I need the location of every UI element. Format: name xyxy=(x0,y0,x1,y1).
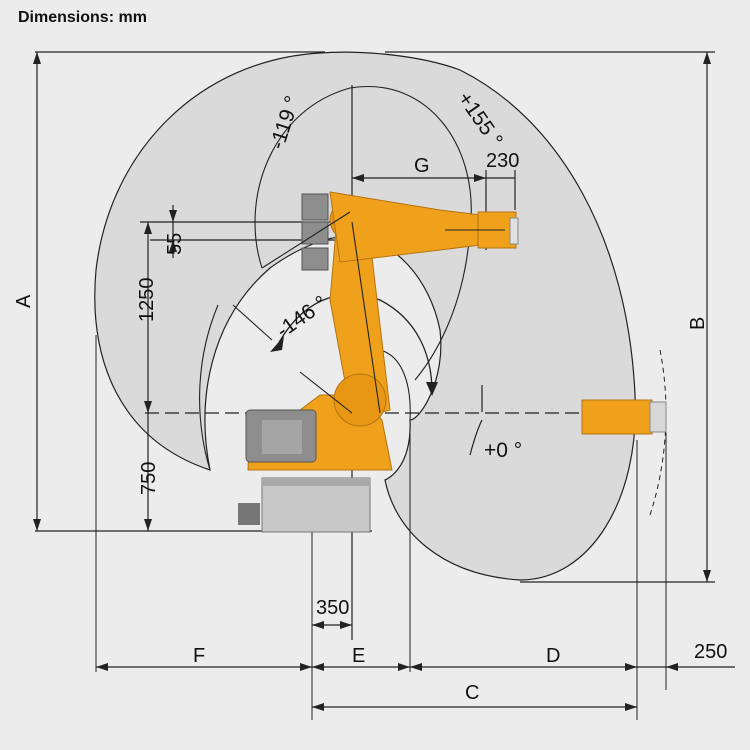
dim-D-arrow-r xyxy=(625,663,637,671)
robot-illustration xyxy=(232,191,667,533)
label-angle-0: +0 ° xyxy=(484,439,522,462)
dim-1250-arrow-top xyxy=(144,222,152,234)
dim-D-arrow-l xyxy=(410,663,422,671)
dimensions-unit-header: Dimensions: mm xyxy=(18,9,147,26)
dim-1250-arrow-mid xyxy=(144,401,152,413)
dim-A-arrow-bottom xyxy=(33,519,41,531)
zero-angle-marker xyxy=(469,385,483,456)
label-G: G xyxy=(414,155,430,177)
arrow-146 xyxy=(270,336,284,352)
label-350: 350 xyxy=(316,597,349,619)
dim-C-arrow-l xyxy=(312,703,324,711)
dim-G-arrow-right xyxy=(474,174,486,182)
label-1250: 1250 xyxy=(136,278,158,323)
dim-E-arrow-r xyxy=(398,663,410,671)
dim-55-arrow2 xyxy=(169,240,177,252)
label-F: F xyxy=(193,645,205,667)
dim-55-arrow xyxy=(169,210,177,222)
label-C: C xyxy=(465,682,479,704)
dim-C-arrow-r xyxy=(625,703,637,711)
dim-F-arrow-r xyxy=(300,663,312,671)
label-B: B xyxy=(687,317,709,330)
dim-B-arrow-top xyxy=(703,52,711,64)
label-230: 230 xyxy=(486,150,519,172)
dim-750-arrow-bottom xyxy=(144,519,152,531)
dim-B-arrow-bottom xyxy=(703,570,711,582)
dim-G-arrow-left xyxy=(352,174,364,182)
label-750: 750 xyxy=(138,462,160,495)
dim-350-arrow-l xyxy=(312,621,324,629)
inner-arc-base xyxy=(379,349,411,421)
dim-F-arrow-l xyxy=(96,663,108,671)
label-A: A xyxy=(13,294,35,308)
workspace-envelope xyxy=(94,51,636,581)
label-D: D xyxy=(546,645,560,667)
dim-350-arrow-r xyxy=(340,621,352,629)
label-E: E xyxy=(352,645,365,667)
angle-arc-146 xyxy=(274,293,433,393)
inner-arc-lower xyxy=(199,304,219,471)
arrow-146-end xyxy=(426,382,438,396)
inner-arc-upper xyxy=(254,86,472,381)
dim-E-arrow-l xyxy=(312,663,324,671)
label-250: 250 xyxy=(694,641,727,663)
dim-250-arrow xyxy=(666,663,678,671)
label-angle-146: -146 ° xyxy=(272,291,331,342)
label-55: 55 xyxy=(164,233,186,255)
dim-A-arrow-top xyxy=(33,52,41,64)
